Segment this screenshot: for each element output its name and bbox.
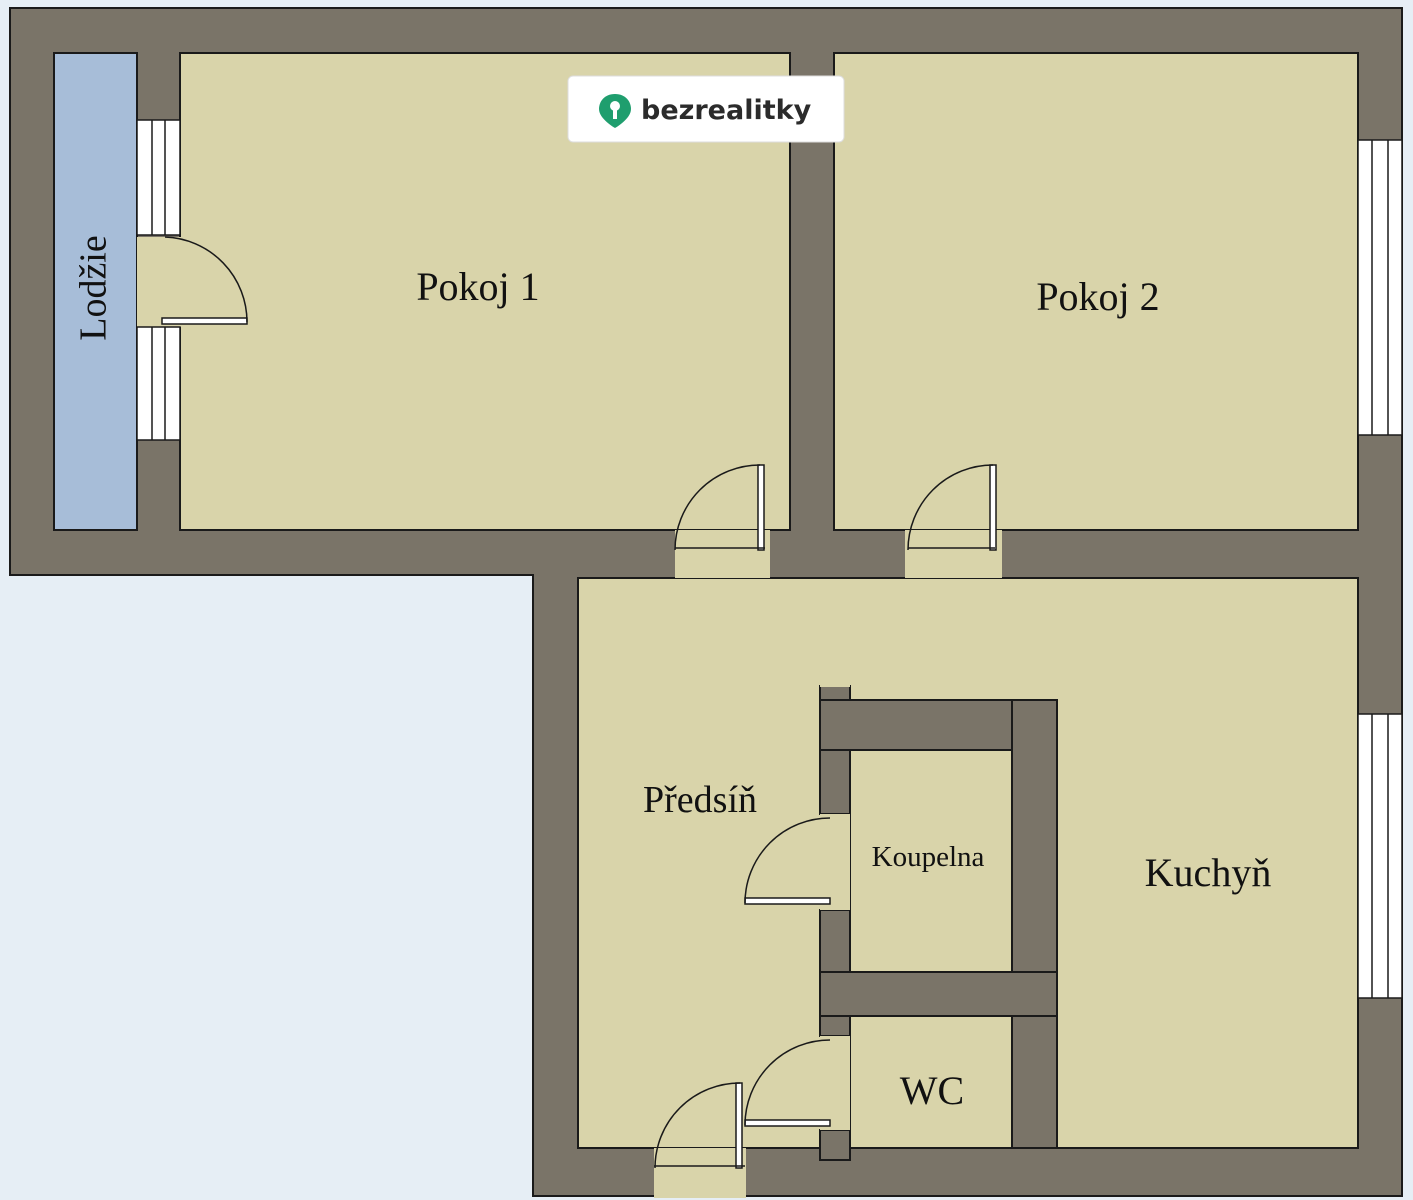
- room-label-kuchyn: Kuchyň: [1145, 850, 1272, 895]
- door-room-2: [907, 464, 997, 551]
- room-2-floor: [833, 52, 1359, 531]
- window-loggia-bottom: [136, 326, 181, 441]
- room-labels: Lodžie Pokoj 1 Pokoj 2 Předsíň Koupelna …: [73, 235, 1272, 1113]
- door-room-1: [674, 464, 765, 551]
- room-label-predsin: Předsíň: [643, 779, 757, 821]
- windows: [136, 119, 1403, 999]
- floors: [53, 52, 1359, 1149]
- door-entrance: [654, 1082, 745, 1169]
- room-label-pokoj-2: Pokoj 2: [1036, 274, 1159, 319]
- window-room-2: [1357, 139, 1403, 436]
- window-kitchen: [1357, 713, 1403, 999]
- logo-brand-text: bezrealitky: [641, 95, 812, 126]
- room-label-koupelna: Koupelna: [872, 841, 985, 873]
- key-pin-icon: [599, 94, 631, 128]
- wall-hall-wc-lower: [819, 1129, 851, 1161]
- door-loggia: [161, 236, 248, 325]
- door-wc: [744, 1039, 831, 1127]
- door-bathroom: [744, 817, 831, 905]
- wall-bath-kitchen: [1011, 699, 1058, 1149]
- room-label-wc: WC: [900, 1068, 964, 1113]
- window-loggia-top: [136, 119, 181, 236]
- door-swings: [161, 236, 997, 1169]
- room-label-lodzie: Lodžie: [73, 235, 115, 341]
- loggia-floor: [53, 52, 138, 531]
- room-label-pokoj-1: Pokoj 1: [416, 264, 539, 309]
- logo-badge: bezrealitky: [567, 75, 845, 143]
- door-openings: [137, 237, 1002, 1198]
- wall-bath-wc: [819, 971, 1058, 1017]
